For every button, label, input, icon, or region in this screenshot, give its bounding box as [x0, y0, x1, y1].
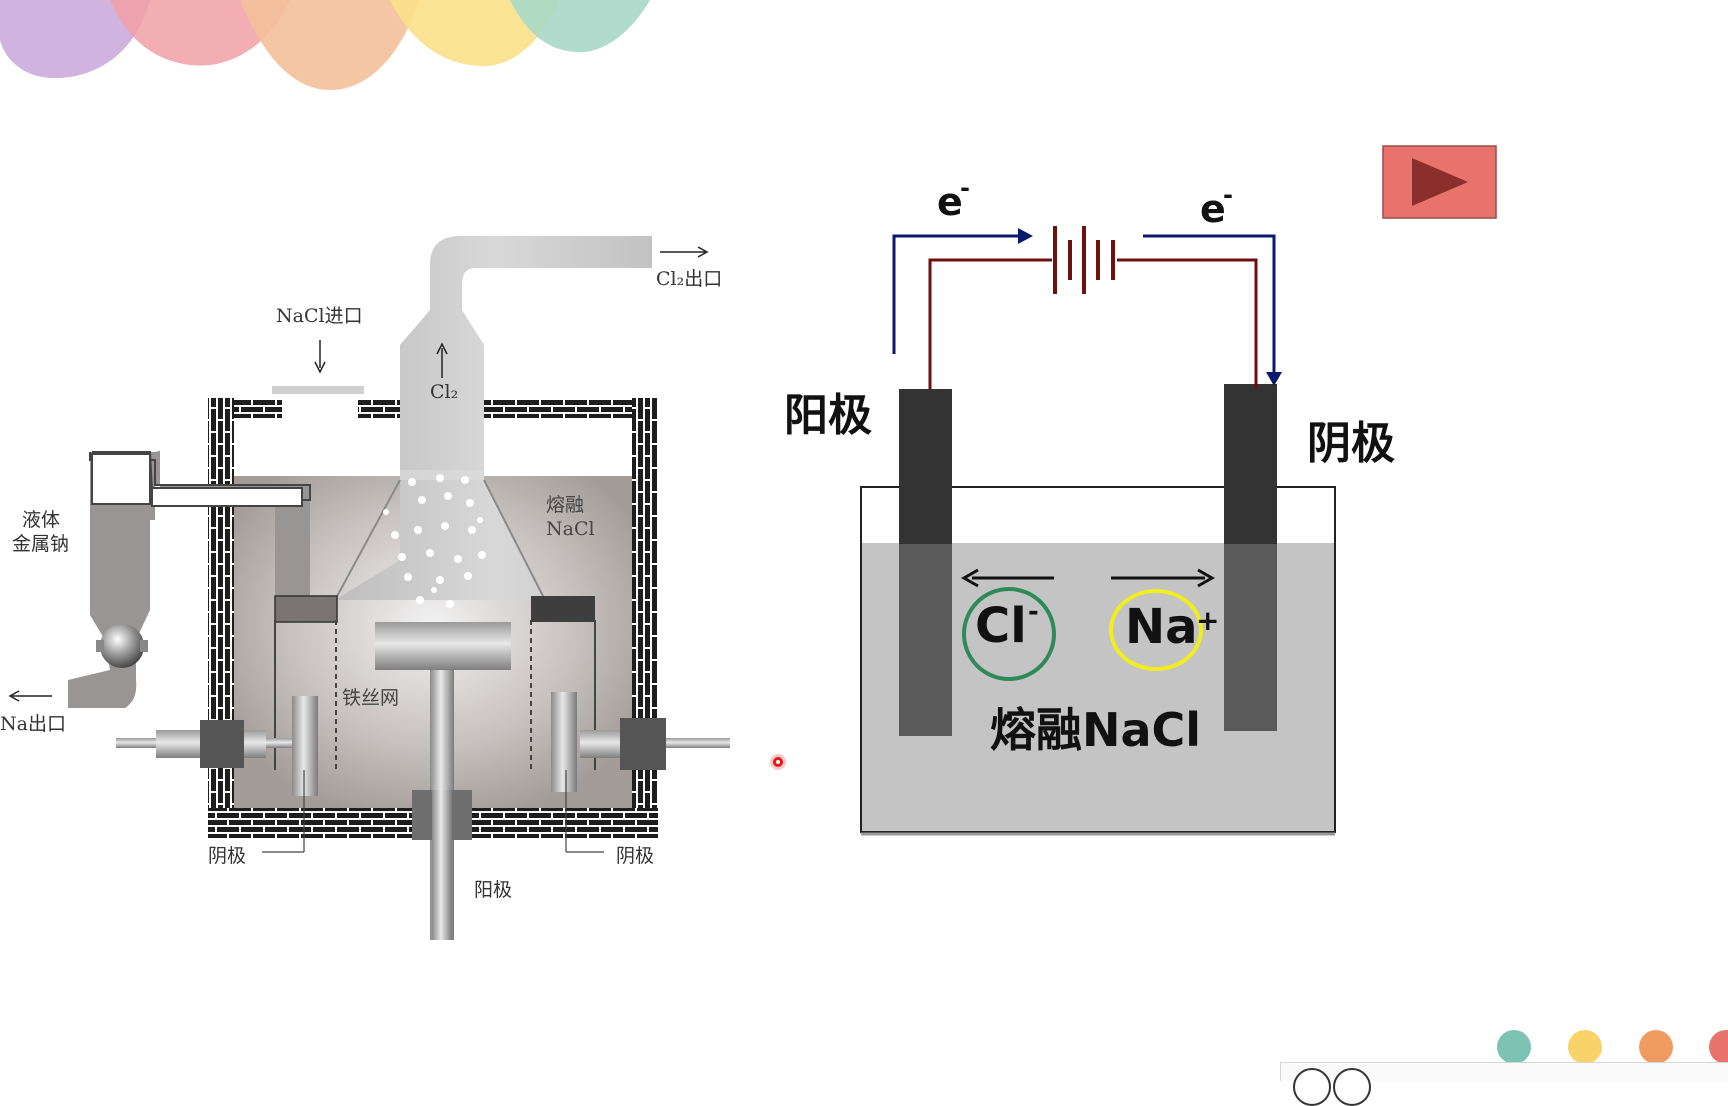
label-cathode-left: 阴极	[208, 845, 246, 867]
label-cl2-outlet: Cl₂出口	[656, 268, 722, 290]
electron-flow-left	[892, 234, 1020, 354]
toolbar-icon-1[interactable]	[1293, 1068, 1331, 1106]
brick-wall-left	[208, 398, 234, 838]
label-liquid-line1: 液体	[22, 509, 60, 531]
svg-text:+: +	[1196, 604, 1219, 637]
label-nacl-inlet: NaCl进口	[276, 305, 363, 327]
svg-text:Cl: Cl	[975, 598, 1027, 654]
svg-text:-: -	[960, 174, 970, 202]
anode-label: 阳极	[784, 390, 872, 441]
wire-right	[1117, 258, 1258, 389]
decorative-waves	[0, 0, 650, 90]
chloride-ion	[962, 587, 1056, 681]
cathode-label: 阴极	[1307, 418, 1395, 469]
label-na-outlet: Na出口	[0, 713, 66, 735]
anode-head	[375, 622, 511, 670]
electron-label-left: e	[937, 180, 963, 224]
svg-text:Na: Na	[1125, 599, 1198, 655]
industrial-cell-diagram: NaCl进口 Cl₂出口 Cl₂ 熔融 NaCl 液体 金属钠 Na出口 铁丝网…	[0, 236, 730, 940]
pointer-dot	[770, 754, 786, 770]
battery-icon	[1053, 226, 1115, 294]
electrolysis-schematic: e - e - 阳极 阴极 Cl - Na + 熔融NaCl	[784, 174, 1395, 836]
decorative-dots	[1497, 1030, 1728, 1064]
electron-label-right: e	[1200, 187, 1226, 231]
label-iron-mesh: 铁丝网	[342, 687, 399, 709]
sodium-ion	[1109, 589, 1203, 671]
chlorine-hood	[335, 236, 652, 600]
melt-label: 熔融NaCl	[990, 703, 1201, 757]
valve-ball	[100, 624, 144, 668]
play-icon	[1412, 158, 1468, 206]
play-button[interactable]	[1382, 145, 1497, 219]
anode-electrode	[899, 389, 952, 544]
label-liquid-line2: 金属钠	[12, 533, 69, 555]
label-molten-line1: 熔融	[546, 494, 584, 516]
player-toolbar	[1280, 1062, 1728, 1106]
chlorine-bubbles	[383, 474, 486, 608]
cathode-electrode	[1224, 384, 1277, 544]
wire-left	[928, 258, 1052, 389]
brick-wall-right	[632, 398, 658, 838]
beaker	[860, 486, 1336, 833]
toolbar-icon-2[interactable]	[1333, 1068, 1371, 1106]
electron-flow-right	[1143, 234, 1276, 374]
svg-text:-: -	[1223, 181, 1233, 209]
label-cathode-right: 阴极	[616, 845, 654, 867]
label-anode: 阳极	[474, 879, 512, 901]
label-molten-line2: NaCl	[546, 518, 595, 540]
label-cl2: Cl₂	[430, 381, 458, 403]
svg-text:-: -	[1028, 597, 1039, 627]
